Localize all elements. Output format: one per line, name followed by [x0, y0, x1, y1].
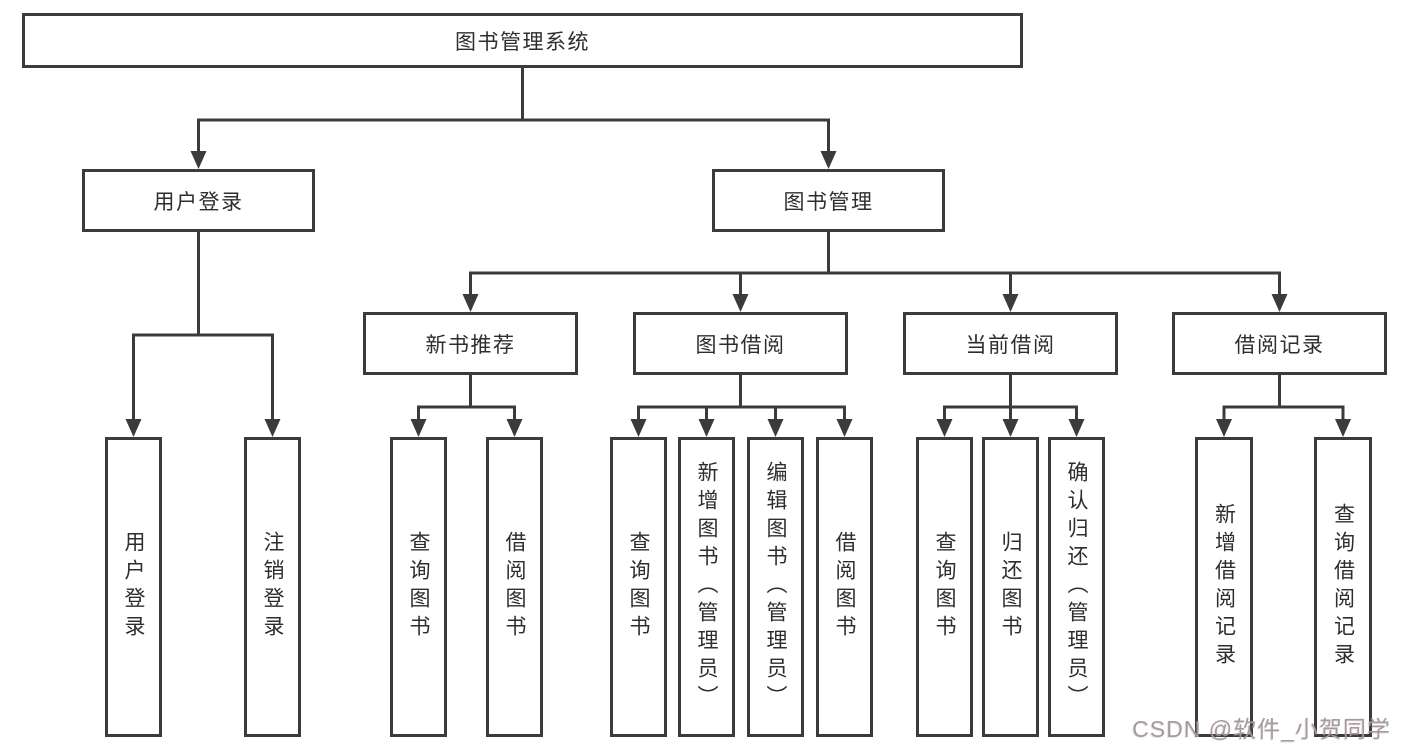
node-label: 当前借阅 [965, 333, 1056, 357]
leaf-borrow-books-borrowing: 借阅图书 [816, 437, 873, 737]
leaf-label: 确认归还（管理员） [1065, 461, 1088, 713]
leaf-user-login: 用户登录 [105, 437, 162, 737]
leaf-query-books-current: 查询图书 [916, 437, 973, 737]
watermark-text: CSDN @软件_小贺同学 [1132, 716, 1391, 742]
leaf-query-books-borrowing: 查询图书 [610, 437, 667, 737]
leaf-label: 归还图书 [999, 531, 1022, 643]
node-book-management-system: 图书管理系统 [22, 13, 1023, 68]
leaf-query-borrow-record: 查询借阅记录 [1314, 437, 1372, 737]
leaf-borrow-books-recommend: 借阅图书 [486, 437, 543, 737]
node-label: 新书推荐 [425, 333, 516, 357]
leaf-confirm-return-admin: 确认归还（管理员） [1048, 437, 1105, 737]
node-book-management: 图书管理 [712, 169, 945, 232]
node-label: 用户登录 [153, 190, 244, 214]
node-borrowing-records: 借阅记录 [1172, 312, 1387, 375]
node-new-book-recommend: 新书推荐 [363, 312, 578, 375]
leaf-label: 借阅图书 [833, 531, 856, 643]
node-label: 借阅记录 [1234, 333, 1325, 357]
leaf-label: 借阅图书 [503, 531, 526, 643]
leaf-add-book-admin: 新增图书（管理员） [678, 437, 735, 737]
leaf-label: 新增借阅记录 [1212, 503, 1236, 671]
node-current-borrowing: 当前借阅 [903, 312, 1118, 375]
node-label: 图书借阅 [695, 333, 786, 357]
node-book-borrowing: 图书借阅 [633, 312, 848, 375]
leaf-query-books-recommend: 查询图书 [390, 437, 447, 737]
leaf-label: 查询图书 [627, 531, 650, 643]
leaf-edit-book-admin: 编辑图书（管理员） [747, 437, 804, 737]
node-label: 图书管理系统 [455, 30, 590, 54]
leaf-label: 用户登录 [122, 531, 145, 643]
leaf-label: 查询借阅记录 [1331, 503, 1355, 671]
leaf-add-borrow-record: 新增借阅记录 [1195, 437, 1253, 737]
leaf-label: 查询图书 [407, 531, 430, 643]
leaf-label: 新增图书（管理员） [695, 461, 718, 713]
leaf-label: 查询图书 [933, 531, 956, 643]
leaf-logout: 注销登录 [244, 437, 301, 737]
node-user-login: 用户登录 [82, 169, 315, 232]
leaf-label: 编辑图书（管理员） [764, 461, 787, 713]
leaf-label: 注销登录 [261, 531, 284, 643]
node-label: 图书管理 [783, 190, 874, 214]
leaf-return-book: 归还图书 [982, 437, 1039, 737]
